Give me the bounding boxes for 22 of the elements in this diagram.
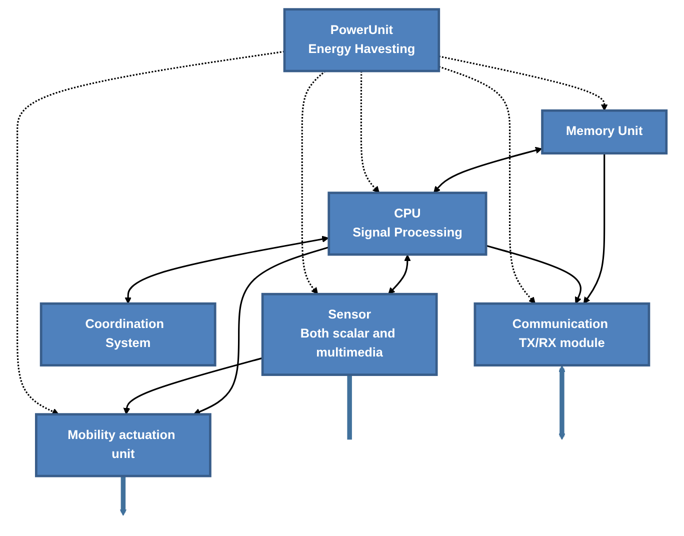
node-box: Sensor Both scalar and multimedia <box>261 292 438 376</box>
arrow <box>120 476 127 516</box>
arrow <box>388 254 412 294</box>
arrow <box>301 70 326 294</box>
node-box: Mobility actuation unit <box>35 413 212 478</box>
node-box: Coordination System <box>40 302 216 366</box>
arrow <box>16 50 285 415</box>
arrow <box>434 146 542 194</box>
arrow <box>558 365 566 440</box>
node-box: CPU Signal Processing <box>328 192 488 256</box>
arrow <box>584 153 606 304</box>
arrow <box>438 56 608 111</box>
node-box: PowerUnit Energy Havesting <box>283 8 440 72</box>
arrow <box>438 66 536 304</box>
arrow <box>360 71 380 194</box>
connector <box>347 374 352 440</box>
arrow <box>123 357 263 415</box>
arrow <box>486 244 582 304</box>
arrow <box>124 236 329 304</box>
node-box: Communication TX/RX module <box>474 302 650 366</box>
arrow <box>193 246 330 415</box>
node-box: Memory Unit <box>541 109 668 154</box>
